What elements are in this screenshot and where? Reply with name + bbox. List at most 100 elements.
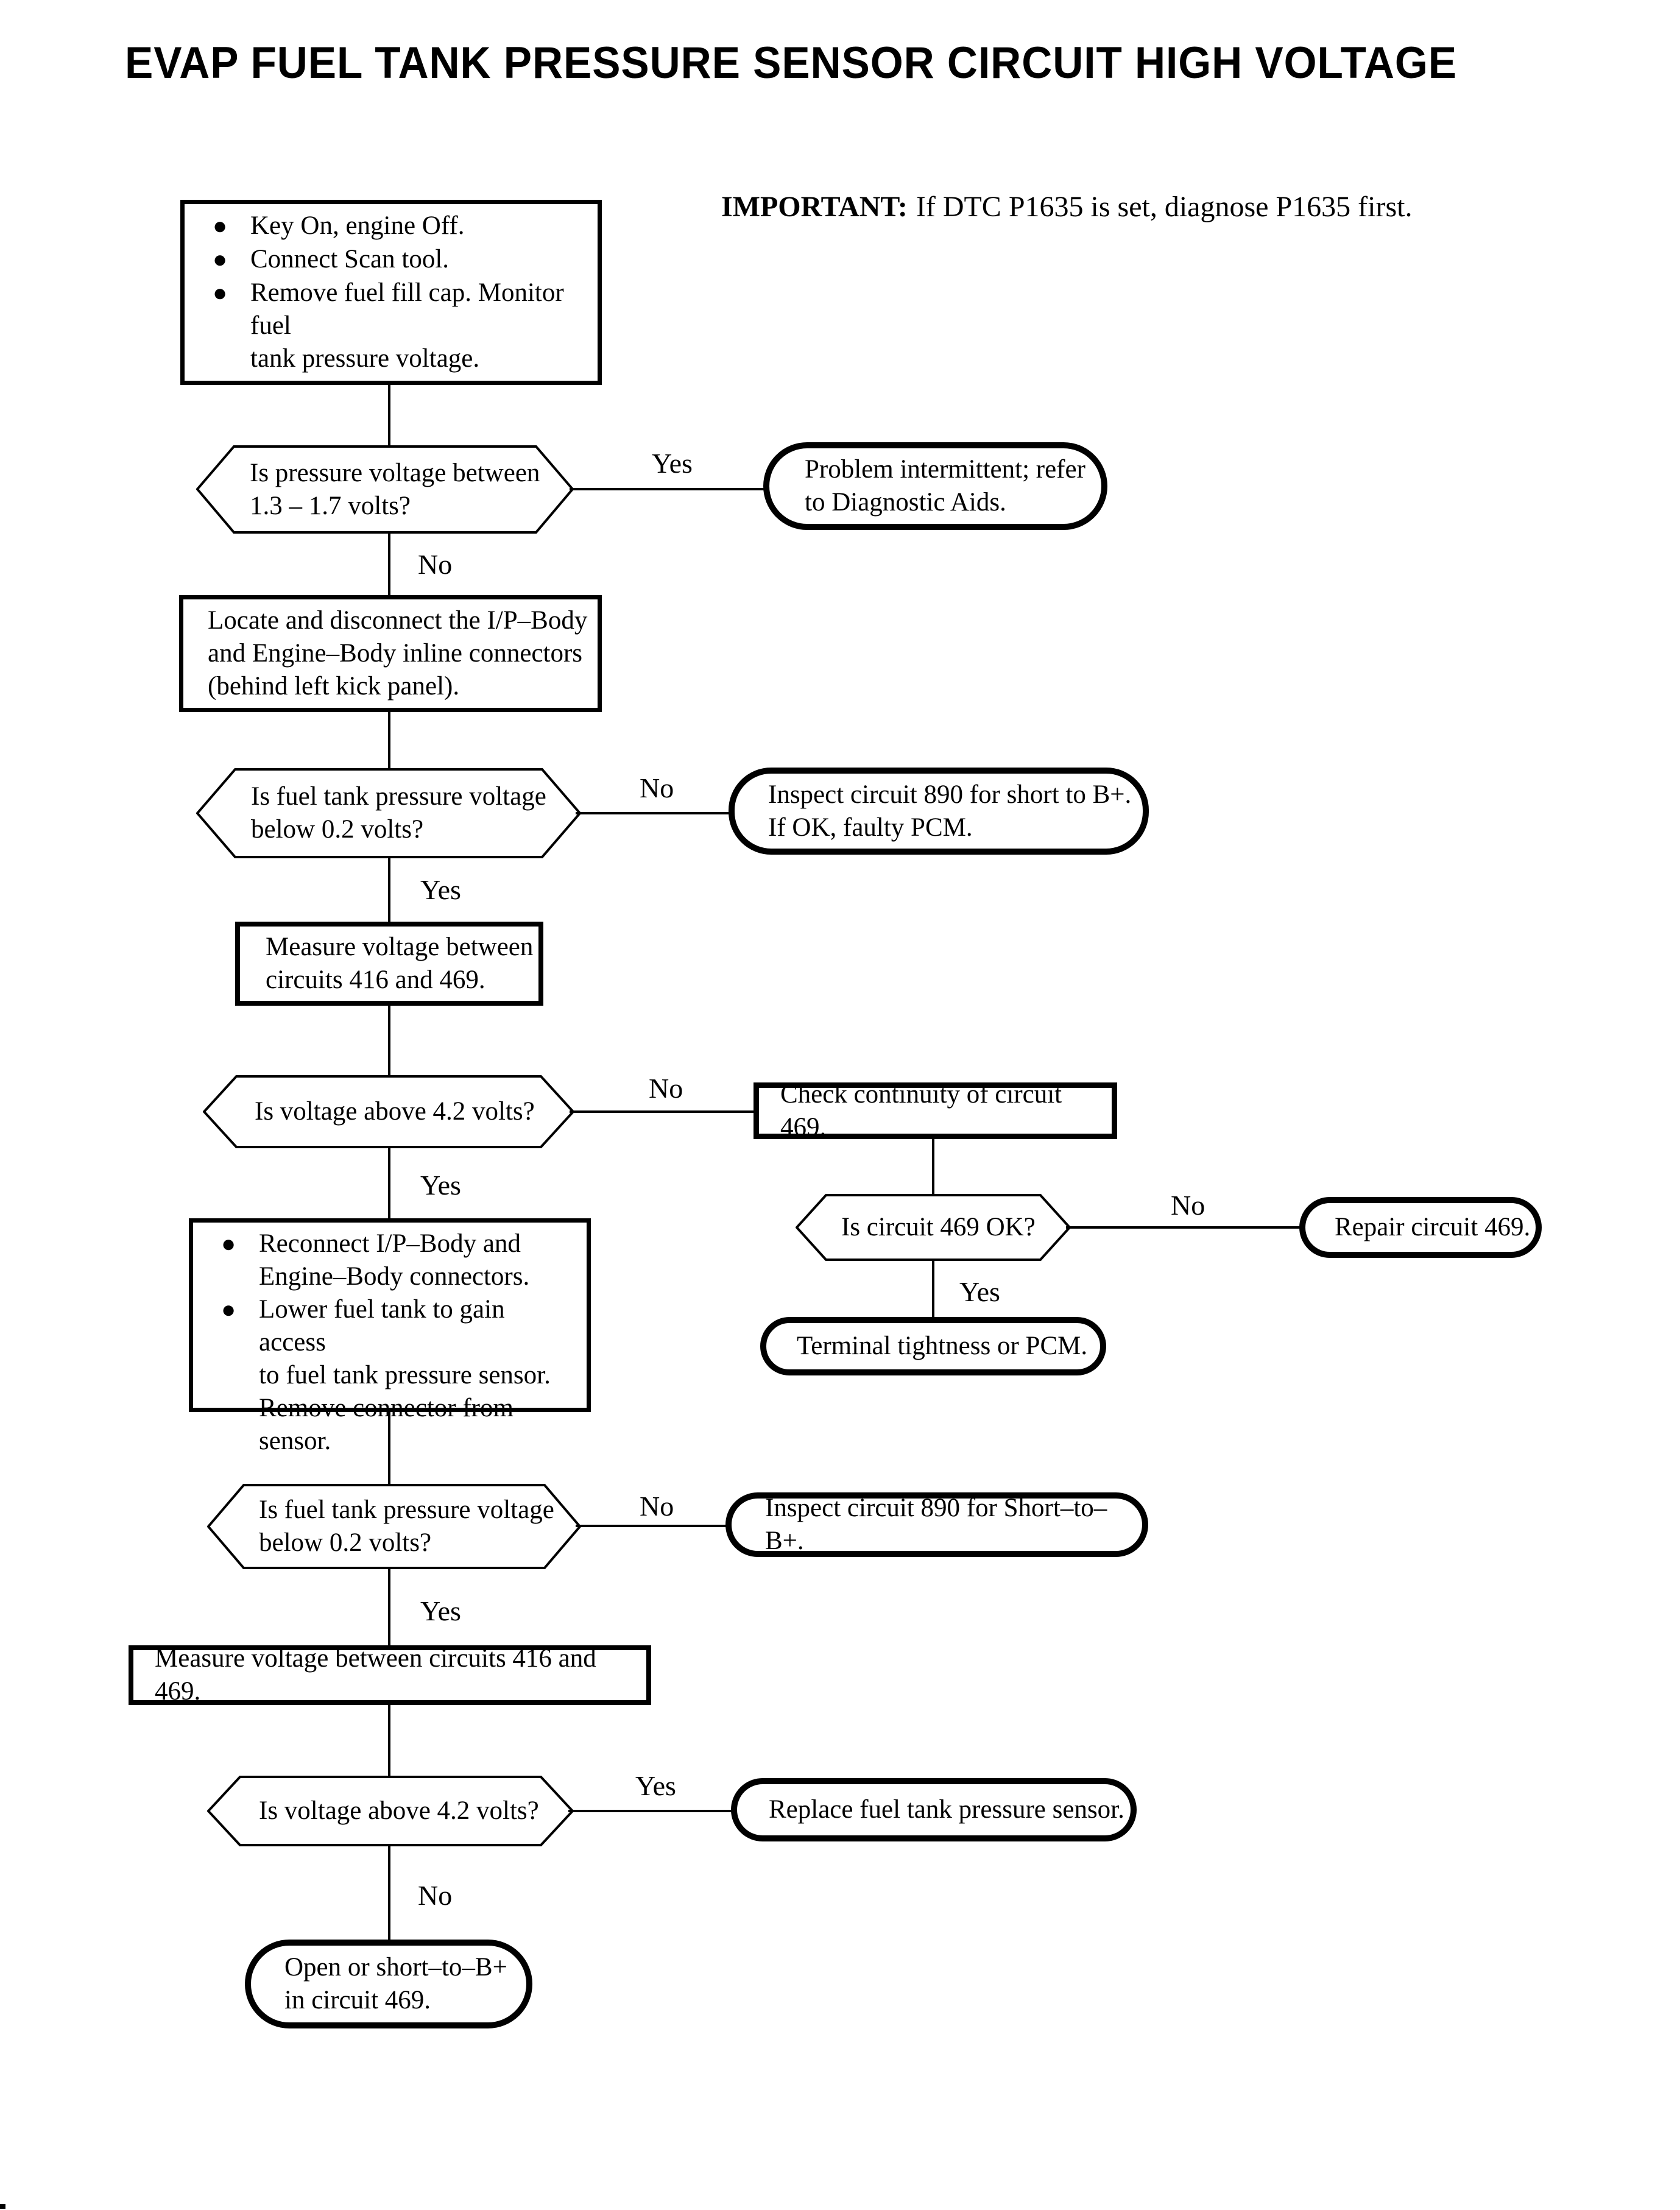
connector — [576, 812, 731, 814]
connector — [570, 488, 766, 490]
node-text-line: Check continuity of circuit 469. — [780, 1079, 1062, 1142]
hexagon-shape — [207, 1776, 574, 1846]
connector — [570, 1110, 755, 1113]
list-item: ● Reconnect I/P–Body and Engine–Body con… — [221, 1227, 578, 1293]
terminal-problem-intermittent: Problem intermittent; refer to Diagnosti… — [763, 442, 1107, 530]
node-text-line: Open or short–to–B+ — [284, 1953, 507, 1982]
connector — [388, 856, 390, 924]
edge-label-no: No — [640, 1491, 674, 1522]
node-text-line: below 0.2 volts? — [251, 815, 424, 844]
node-reconnect-and-lower-tank: ● Reconnect I/P–Body and Engine–Body con… — [189, 1218, 591, 1455]
list-item: ● Connect Scan tool. — [213, 243, 589, 276]
node-text-line: (behind left kick panel). — [208, 672, 460, 701]
decision-tank-voltage-below-02-1: Is fuel tank pressure voltage below 0.2 … — [196, 768, 581, 858]
terminal-repair-circuit-469: Repair circuit 469. — [1299, 1197, 1542, 1258]
bullet-icon: ● — [221, 1296, 236, 1323]
hexagon-shape — [796, 1194, 1071, 1261]
node-text-line: Engine–Body connectors. — [259, 1262, 530, 1291]
node-text-line: tank pressure voltage. — [250, 344, 480, 373]
node-text-line: Repair circuit 469. — [1335, 1213, 1531, 1241]
node-text-line: Is circuit 469 OK? — [841, 1213, 1036, 1241]
bullet-icon: ● — [221, 1230, 236, 1257]
node-text-line: Remove fuel fill cap. Monitor fuel — [250, 278, 564, 340]
node-text-line: Remove connector from sensor. — [259, 1394, 514, 1455]
node-text-line: Problem intermittent; refer — [805, 455, 1085, 484]
node-text-line: Measure voltage between — [266, 933, 534, 961]
connector — [388, 1146, 390, 1222]
edge-label-yes: Yes — [420, 1170, 461, 1201]
terminal-open-or-short-469: Open or short–to–B+ in circuit 469. — [245, 1940, 532, 2028]
connector — [388, 1567, 390, 1649]
edge-label-yes: Yes — [635, 1770, 676, 1801]
edge-label-yes: Yes — [652, 448, 693, 479]
connector — [388, 1844, 390, 1941]
bullet-icon: ● — [213, 245, 228, 273]
node-text-line: Locate and disconnect the I/P–Body — [208, 606, 588, 635]
node-text-line: and Engine–Body inline connectors — [208, 639, 582, 668]
connector — [388, 531, 390, 598]
connector — [388, 710, 390, 771]
node-text-line: Is voltage above 4.2 volts? — [255, 1097, 535, 1126]
decision-circuit-469-ok: Is circuit 469 OK? — [796, 1194, 1071, 1261]
decision-tank-voltage-below-02-2: Is fuel tank pressure voltage below 0.2 … — [207, 1484, 581, 1569]
connector — [932, 1137, 934, 1198]
node-start: ● Key On, engine Off. ● Connect Scan too… — [180, 200, 602, 385]
node-text-line: Is voltage above 4.2 volts? — [259, 1796, 539, 1825]
connector — [568, 1810, 733, 1812]
node-text-line: circuits 416 and 469. — [266, 966, 485, 994]
node-text-line: 1.3 – 1.7 volts? — [250, 491, 411, 520]
node-text-line: to fuel tank pressure sensor. — [259, 1361, 551, 1389]
node-text-line: Replace fuel tank pressure sensor. — [769, 1795, 1124, 1824]
list-item: ● Key On, engine Off. — [213, 210, 589, 242]
decision-voltage-above-42-2: Is voltage above 4.2 volts? — [207, 1776, 574, 1846]
node-measure-voltage-416-469: Measure voltage between circuits 416 and… — [235, 922, 543, 1006]
page-title: EVAP FUEL TANK PRESSURE SENSOR CIRCUIT H… — [125, 38, 1457, 88]
connector — [388, 1410, 390, 1489]
hexagon-shape — [196, 768, 581, 858]
connector — [1066, 1226, 1301, 1229]
scan-artifact — [0, 2204, 5, 2209]
decision-voltage-above-42-1: Is voltage above 4.2 volts? — [203, 1075, 574, 1148]
node-text-line: Reconnect I/P–Body and — [259, 1229, 521, 1258]
node-text-line: Terminal tightness or PCM. — [797, 1332, 1088, 1360]
hexagon-shape — [207, 1484, 581, 1569]
important-note: IMPORTANT:If DTC P1635 is set, diagnose … — [721, 190, 1412, 224]
node-measure-voltage-416-469-wide: Measure voltage between circuits 416 and… — [129, 1644, 651, 1706]
connector — [932, 1259, 934, 1319]
node-disconnect-connectors: Locate and disconnect the I/P–Body and E… — [179, 595, 602, 712]
node-text-line: Connect Scan tool. — [250, 245, 450, 274]
important-text: If DTC P1635 is set, diagnose P1635 firs… — [916, 191, 1413, 223]
terminal-replace-pressure-sensor: Replace fuel tank pressure sensor. — [731, 1778, 1137, 1841]
edge-label-no: No — [640, 772, 674, 803]
hexagon-shape — [203, 1075, 574, 1148]
node-text-line: Inspect circuit 890 for short to B+. — [768, 780, 1132, 809]
list-item: ● Remove fuel fill cap. Monitor fuel tan… — [213, 277, 589, 375]
edge-label-yes: Yes — [420, 874, 461, 905]
node-text-line: Key On, engine Off. — [250, 211, 465, 240]
node-text-line: Lower fuel tank to gain access — [259, 1295, 505, 1357]
terminal-inspect-890-short-b-plus: Inspect circuit 890 for short to B+. If … — [729, 768, 1149, 855]
edge-label-no: No — [418, 1880, 453, 1911]
node-text-line: to Diagnostic Aids. — [805, 488, 1006, 517]
hexagon-shape — [196, 445, 574, 534]
connector — [388, 383, 390, 450]
node-text-line: If OK, faulty PCM. — [768, 813, 973, 842]
list-item: ● Lower fuel tank to gain access to fuel… — [221, 1293, 578, 1458]
node-text-line: Inspect circuit 890 for Short–to–B+. — [765, 1494, 1107, 1555]
important-label: IMPORTANT: — [721, 191, 908, 223]
connector — [576, 1525, 728, 1527]
connector — [388, 1003, 390, 1078]
node-text-line: in circuit 469. — [284, 1986, 431, 2014]
bullet-icon: ● — [213, 212, 228, 239]
edge-label-yes: Yes — [420, 1595, 461, 1626]
node-text-line: Measure voltage between circuits 416 and… — [155, 1644, 596, 1706]
terminal-inspect-890-short-to-b: Inspect circuit 890 for Short–to–B+. — [725, 1492, 1148, 1557]
edge-label-yes: Yes — [959, 1276, 1000, 1307]
node-text-line: Is pressure voltage between — [250, 458, 540, 487]
node-check-continuity-469: Check continuity of circuit 469. — [754, 1080, 1117, 1142]
node-text-line: Is fuel tank pressure voltage — [251, 782, 546, 811]
node-text-line: below 0.2 volts? — [259, 1528, 432, 1557]
node-text-line: Is fuel tank pressure voltage — [259, 1495, 554, 1524]
edge-label-no: No — [1171, 1190, 1205, 1221]
